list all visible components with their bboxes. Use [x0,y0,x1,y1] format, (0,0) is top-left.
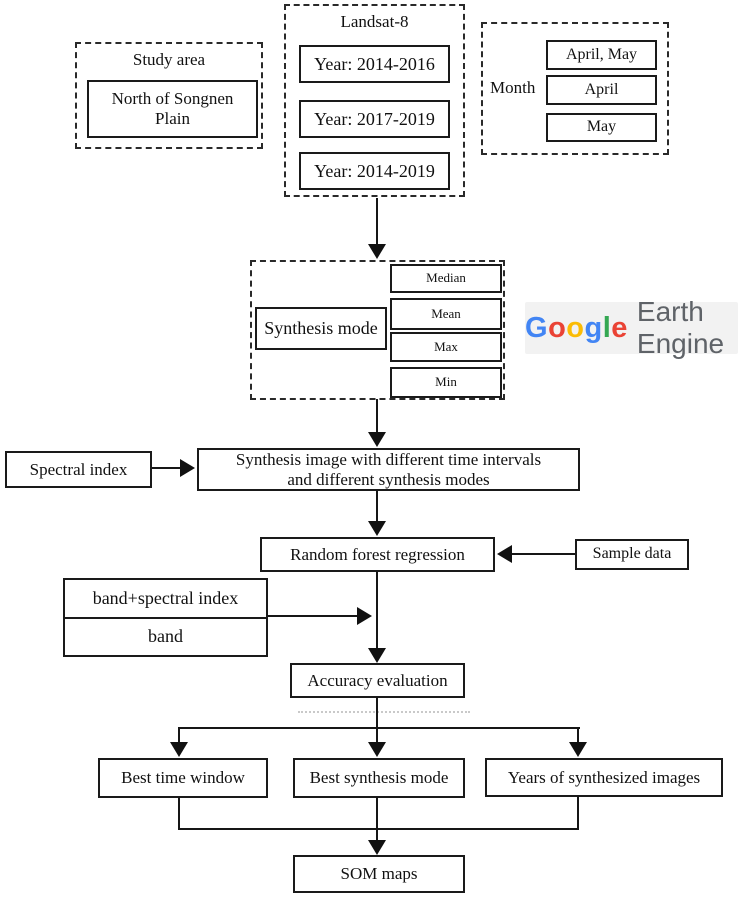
feature-set-band: band [148,626,183,647]
synthesis-image-line2: and different synthesis modes [287,469,490,489]
branch-line [178,727,580,729]
arrowhead-down-icon [368,521,386,536]
best-time-window-box: Best time window [98,758,268,798]
merge-stem-right [577,796,579,830]
connector-synthesis-to-image [376,399,378,434]
landsat-group-label: Landsat-8 [340,12,409,31]
best-synthesis-mode-box: Best synthesis mode [293,758,465,798]
merge-stem-left [178,797,180,830]
logo-letter: g [584,311,603,344]
mode-box: Min [390,367,502,398]
arrowhead-down-icon [368,432,386,447]
arrowhead-down-icon [569,742,587,757]
merge-line [178,828,579,830]
som-maps-box: SOM maps [293,855,465,893]
landsat-group [284,4,465,197]
logo-letter: o [566,311,585,344]
study-area-group-label: Study area [132,50,206,69]
connector-landsat-to-synthesis [376,198,378,246]
arrowhead-down-icon [368,742,386,757]
sample-data-box: Sample data [575,539,689,570]
logo-letter: l [602,311,612,344]
faint-dotted-line [298,711,470,713]
year-range-box: Year: 2017-2019 [299,100,450,138]
year-range-box: Year: 2014-2019 [299,152,450,190]
google-earth-engine-logo: Google Earth Engine [525,296,738,359]
arrowhead-down-icon [368,648,386,663]
synthesis-mode-label-box: Synthesis mode [255,307,387,350]
synthesis-image-line1: Synthesis image with different time inte… [235,449,542,469]
connector-image-to-rf [376,490,378,523]
connector-to-som [376,797,378,842]
connector-spectral-to-image [152,467,184,469]
arrowhead-down-icon [368,244,386,259]
arrowhead-right-icon [180,459,195,477]
branch-stem-left [178,727,180,744]
synthesis-image-box: Synthesis image with different time inte… [197,448,580,491]
arrowhead-down-icon [170,742,188,757]
month-group-label: Month [490,78,536,97]
month-group [481,22,669,155]
branch-stem-right [577,727,579,744]
study-area-group [75,42,263,149]
arrowhead-down-icon [368,840,386,855]
random-forest-box: Random forest regression [260,537,495,572]
mode-box: Median [390,264,502,293]
google-logo-text: Google [525,312,628,345]
feature-set-band-spectral: band+spectral index [65,580,266,619]
connector-rf-to-accuracy [376,571,378,650]
arrowhead-right-icon [357,607,372,625]
logo-letter: e [611,311,628,344]
branch-stem-center [376,727,378,744]
logo-letter: G [525,311,549,344]
connector-features-to-main [268,615,360,617]
mode-box: Max [390,332,502,362]
logo-letter: o [548,311,567,344]
month-option-box: April [546,75,657,105]
connector-sample-to-rf [509,553,575,555]
arrowhead-left-icon [497,545,512,563]
years-synthesized-images-box: Years of synthesized images [485,758,723,797]
feature-sets-box: band+spectral index band [63,578,268,657]
month-option-box: April, May [546,40,657,70]
earth-engine-logo-text: Earth Engine [636,296,725,359]
mode-box: Mean [390,298,502,330]
study-region-box: North of Songnen Plain [87,80,258,138]
accuracy-evaluation-box: Accuracy evaluation [290,663,465,698]
connector-accuracy-stem [376,697,378,729]
month-option-box: May [546,113,657,142]
spectral-index-box: Spectral index [5,451,152,488]
year-range-box: Year: 2014-2016 [299,45,450,83]
